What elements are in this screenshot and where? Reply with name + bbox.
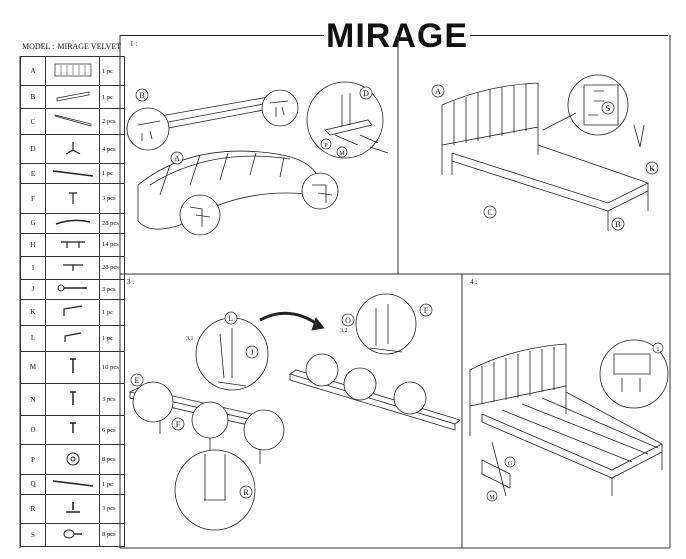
part-letter: R [20, 493, 46, 524]
step-4-label: 4 : [470, 278, 478, 286]
callout-r: R [243, 488, 249, 497]
part-quantity: 8 pcs [99, 444, 125, 475]
part-quantity: 3 pcs [99, 183, 125, 214]
callout-g: G [508, 461, 513, 467]
short-screw-icon [45, 415, 100, 446]
model-label: MODEL : [22, 42, 55, 51]
callout-m: M [339, 151, 345, 157]
model-value: MIRAGE VELVET [57, 42, 122, 51]
part-quantity: 8 pcs [99, 522, 125, 548]
callout-f: F [424, 306, 429, 315]
callout-l: L [229, 314, 234, 323]
part-quantity: 4 pcs [99, 134, 125, 165]
callout-a-2: A [435, 87, 441, 96]
product-title: MIRAGE [324, 14, 470, 58]
step-3-illustration: L J O F E F R [128, 293, 461, 531]
step-2-illustration: A S K C B [431, 74, 659, 231]
part-letter: K [20, 298, 46, 326]
double-slat-holder-icon [45, 232, 100, 257]
callout-a: A [174, 154, 180, 163]
callout-b: B [139, 91, 144, 100]
parts-row: L 1 pc [20, 324, 125, 352]
step-1-illustration: B D P M A [126, 81, 389, 236]
callout-b-2: B [615, 220, 620, 229]
callout-c: C [487, 208, 492, 217]
callout-o: O [345, 316, 351, 325]
support-leg-icon [45, 183, 100, 214]
callout-p: P [324, 143, 328, 149]
callout-j: J [250, 348, 253, 357]
long-screw-icon [45, 350, 100, 385]
part-quantity: 1 pc [99, 55, 125, 87]
callout-e: E [135, 376, 140, 385]
callout-d: D [363, 89, 369, 98]
step-3-label: 3 : [127, 278, 135, 286]
callout-i: I [657, 347, 659, 353]
part-quantity: 3 pcs [99, 383, 125, 417]
screw-icon [45, 383, 100, 417]
title-bar: MIRAGE [0, 14, 686, 58]
model-line: MODEL :MIRAGE VELVET [22, 42, 124, 51]
substep-3-1-label: 3.1 [186, 336, 194, 342]
part-letter: O [20, 415, 46, 446]
part-letter: A [20, 55, 46, 87]
part-letter: L [20, 324, 46, 352]
parts-row: A 1 pc [20, 55, 125, 87]
callout-k: K [649, 164, 655, 173]
callout-m-2: M [489, 495, 495, 501]
parts-row: K 1 pc [20, 298, 125, 326]
substep-3-2-label: 3.2 [340, 328, 348, 334]
step-4-illustration: I G M [469, 339, 669, 502]
step-1-label: 1 : [130, 40, 138, 48]
title-rule-left [120, 35, 326, 36]
side-rail-icon [45, 108, 100, 136]
part-quantity: 1 pc [99, 324, 125, 352]
callout-f-2: F [176, 420, 181, 429]
part-quantity: 6 pcs [99, 415, 125, 446]
part-quantity: 14 pcs [99, 232, 125, 257]
adjustable-foot-icon [45, 493, 100, 524]
cam-bolt-icon [45, 522, 100, 548]
part-quantity: 28 pcs [99, 255, 125, 280]
corner-bracket-icon [45, 134, 100, 165]
parts-row: F 3 pcs [20, 183, 125, 214]
washer-icon [45, 444, 100, 475]
parts-row: R 3 pcs [20, 493, 125, 524]
part-quantity: 3 pcs [99, 493, 125, 524]
part-letter: F [20, 183, 46, 214]
callout-s: S [606, 104, 610, 113]
slat-holder-icon [45, 255, 100, 280]
parts-row: O 6 pcs [20, 415, 125, 446]
title-rule-right [470, 35, 668, 36]
part-quantity: 1 pc [99, 298, 125, 326]
